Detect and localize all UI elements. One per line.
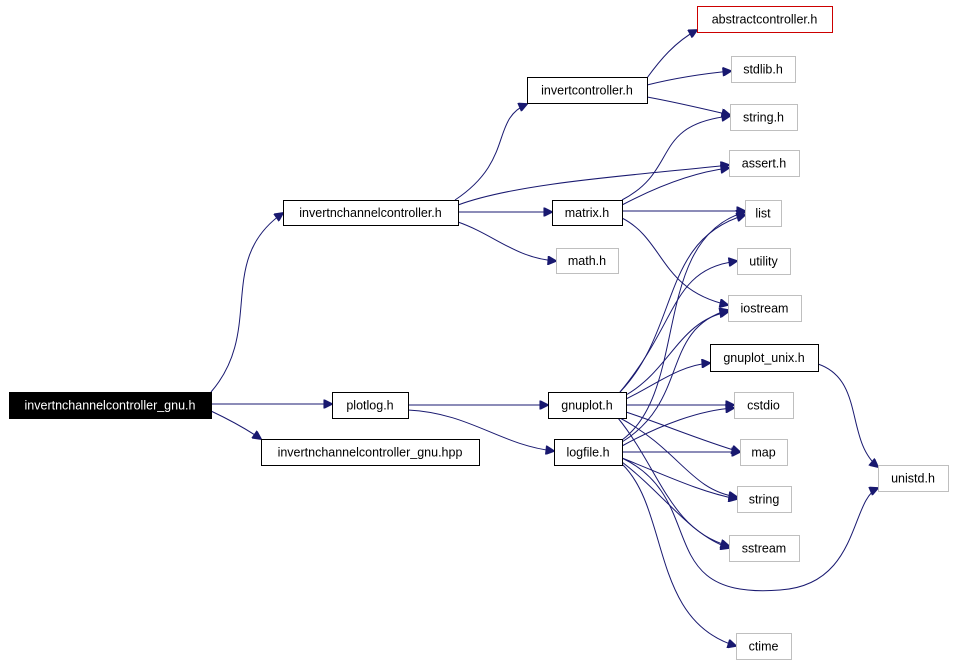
edge-plotlog-to-logfile xyxy=(407,409,554,451)
node-label: math.h xyxy=(568,254,606,268)
node-unistd: unistd.h xyxy=(878,465,949,492)
node-ctime: ctime xyxy=(736,633,792,660)
node-label: stdlib.h xyxy=(743,63,783,77)
edge-gnuplot-to-sstream xyxy=(617,417,729,546)
node-label: invertnchannelcontroller_gnu.hpp xyxy=(278,446,463,460)
node-label: gnuplot.h xyxy=(561,399,612,413)
edge-matrix-to-iostream xyxy=(621,217,728,305)
node-box xyxy=(737,486,792,513)
edge-gnuplot-to-map xyxy=(625,411,740,452)
node-stdlib: stdlib.h xyxy=(731,56,796,83)
node-abstract[interactable]: abstractcontroller.h xyxy=(697,6,833,33)
node-label: list xyxy=(755,207,771,221)
edge-gnuplot-to-gnuplot_unix xyxy=(625,363,710,400)
node-box xyxy=(283,200,459,226)
node-box xyxy=(556,248,619,274)
edge-root-to-hpp xyxy=(210,410,261,439)
node-label: invertnchannelcontroller_gnu.h xyxy=(25,399,196,413)
edge-invertc-to-abstract xyxy=(646,30,697,79)
node-box xyxy=(734,392,794,419)
edge-logfile-to-cstdio xyxy=(621,408,734,447)
edge-logfile-to-sstream xyxy=(621,461,729,548)
node-math: math.h xyxy=(556,248,619,274)
node-box xyxy=(728,295,802,322)
node-box xyxy=(729,150,800,177)
node-invertc[interactable]: invertcontroller.h xyxy=(527,77,648,104)
node-box xyxy=(554,439,623,466)
edge-logfile-to-iostream xyxy=(621,310,728,443)
edge-gnuplot-to-utility xyxy=(619,261,737,393)
node-label: string xyxy=(749,493,780,507)
edge-logfile-to-unistd xyxy=(621,457,878,592)
node-label: map xyxy=(751,446,775,460)
node-box xyxy=(548,392,627,419)
node-string: string xyxy=(737,486,792,513)
node-layer: invertnchannelcontroller_gnu.h invertncha… xyxy=(9,6,949,660)
node-box xyxy=(710,344,819,372)
node-label: utility xyxy=(749,255,778,269)
edge-invertn-to-assert xyxy=(457,165,729,206)
node-map: map xyxy=(740,439,788,466)
node-invertn[interactable]: invertnchannelcontroller.h xyxy=(283,200,459,226)
node-box xyxy=(261,439,480,466)
node-box xyxy=(9,392,212,419)
edge-logfile-to-string xyxy=(621,457,737,499)
node-label: matrix.h xyxy=(565,206,610,220)
node-label: invertcontroller.h xyxy=(541,84,633,98)
node-box xyxy=(878,465,949,492)
node-box xyxy=(729,535,800,562)
node-label: logfile.h xyxy=(566,446,609,460)
node-box xyxy=(745,200,782,227)
node-label: string.h xyxy=(743,111,784,125)
node-sstream: sstream xyxy=(729,535,800,562)
node-list: list xyxy=(745,200,782,227)
edge-logfile-to-ctime xyxy=(621,463,736,646)
edge-invertn-to-invertc xyxy=(454,104,527,201)
node-cstdio: cstdio xyxy=(734,392,794,419)
node-iostream: iostream xyxy=(728,295,802,322)
node-label: sstream xyxy=(742,542,786,556)
node-box xyxy=(332,392,409,419)
node-box xyxy=(736,633,792,660)
edge-matrix-to-assert xyxy=(621,168,729,206)
node-logfile[interactable]: logfile.h xyxy=(554,439,623,466)
edge-logfile-to-list xyxy=(621,212,745,441)
node-label: ctime xyxy=(749,640,779,654)
edge-invertc-to-stdlib xyxy=(646,71,731,86)
node-label: gnuplot_unix.h xyxy=(723,351,804,365)
node-box xyxy=(730,104,798,131)
node-label: abstractcontroller.h xyxy=(712,13,818,27)
node-assert: assert.h xyxy=(729,150,800,177)
node-matrix[interactable]: matrix.h xyxy=(552,200,623,226)
node-box xyxy=(527,77,648,104)
node-utility: utility xyxy=(737,248,791,275)
edge-gnuplot_unix-to-unistd xyxy=(817,363,878,467)
edge-root-to-invertn xyxy=(210,213,283,393)
edge-layer xyxy=(210,30,878,646)
node-stringh: string.h xyxy=(730,104,798,131)
node-root[interactable]: invertnchannelcontroller_gnu.h xyxy=(9,392,212,419)
node-label: invertnchannelcontroller.h xyxy=(299,206,441,220)
node-gnuplot[interactable]: gnuplot.h xyxy=(548,392,627,419)
node-label: unistd.h xyxy=(891,472,935,486)
node-label: assert.h xyxy=(742,157,787,171)
node-box xyxy=(552,200,623,226)
node-plotlog[interactable]: plotlog.h xyxy=(332,392,409,419)
node-box xyxy=(737,248,791,275)
node-box xyxy=(731,56,796,83)
node-hpp[interactable]: invertnchannelcontroller_gnu.hpp xyxy=(261,439,480,466)
edge-invertc-to-stringh xyxy=(646,96,730,115)
edge-invertn-to-math xyxy=(457,221,556,261)
node-gnuplot_unix[interactable]: gnuplot_unix.h xyxy=(710,344,819,372)
node-box xyxy=(740,439,788,466)
node-label: plotlog.h xyxy=(346,399,393,413)
node-label: iostream xyxy=(741,302,789,316)
edge-matrix-to-stringh xyxy=(621,116,730,201)
node-box xyxy=(697,6,833,33)
node-label: cstdio xyxy=(747,399,780,413)
